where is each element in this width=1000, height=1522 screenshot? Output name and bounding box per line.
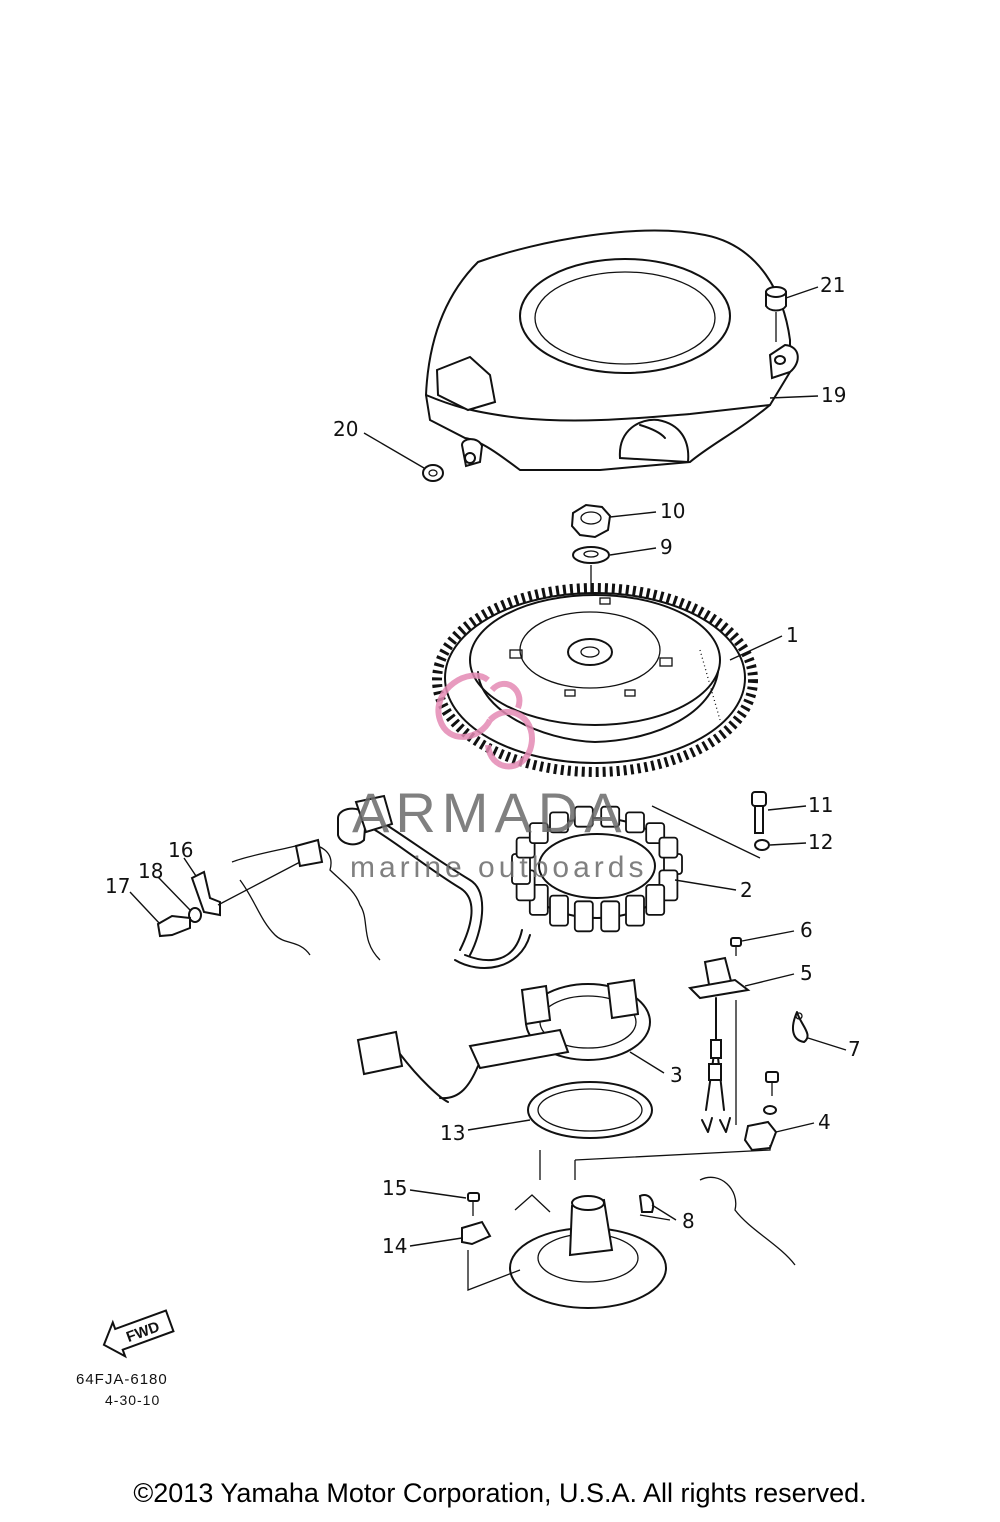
callout-6: 6 xyxy=(800,918,813,942)
callout-1: 1 xyxy=(786,623,799,647)
washer-part[interactable] xyxy=(188,907,202,923)
callout-7: 7 xyxy=(848,1037,861,1061)
callout-12: 12 xyxy=(808,830,833,854)
leader-lines xyxy=(129,286,847,1247)
stator-coil xyxy=(573,900,594,933)
logo-mark xyxy=(435,672,535,770)
stator-coil xyxy=(549,894,569,927)
wire-harness xyxy=(337,794,531,969)
callout-18: 18 xyxy=(138,859,163,883)
watermark-subtitle: marine outboards xyxy=(350,851,647,884)
fwd-arrow: FWD xyxy=(102,1309,175,1359)
flywheel-cover-part[interactable] xyxy=(424,229,799,471)
screw-part[interactable] xyxy=(730,937,742,956)
stator-part[interactable] xyxy=(511,805,683,933)
callout-2: 2 xyxy=(740,878,753,902)
stator-coil xyxy=(549,811,569,834)
armada-logo: ARMADA marine outboards xyxy=(350,672,647,884)
callout-11: 11 xyxy=(808,793,833,817)
callout-14: 14 xyxy=(382,1234,407,1258)
stator-coil xyxy=(625,811,645,834)
fwd-arrow-icon xyxy=(102,1309,175,1359)
holder-part[interactable] xyxy=(735,1000,779,1152)
callout-5: 5 xyxy=(800,961,813,985)
callout-19: 19 xyxy=(821,383,846,407)
copyright-notice: ©2013 Yamaha Motor Corporation, U.S.A. A… xyxy=(133,1478,867,1508)
bolt-part[interactable] xyxy=(156,914,191,938)
ring-part[interactable] xyxy=(527,1081,653,1139)
stator-coil xyxy=(573,805,594,828)
stator-coil xyxy=(625,894,645,927)
callout-17: 17 xyxy=(105,874,130,898)
callout-3: 3 xyxy=(670,1063,683,1087)
callout-4: 4 xyxy=(818,1110,831,1134)
stator-coil xyxy=(645,884,666,916)
screw-part[interactable] xyxy=(467,1192,480,1216)
grommet-part[interactable] xyxy=(422,464,444,482)
bolt-part[interactable] xyxy=(751,791,767,834)
callout-9: 9 xyxy=(660,535,673,559)
stator-coil xyxy=(658,836,679,859)
engine-outline xyxy=(231,838,381,961)
logo-loop xyxy=(489,681,523,710)
callout-16: 16 xyxy=(168,838,193,862)
nut-part[interactable] xyxy=(570,503,612,539)
callout-labels: 21 19 20 10 9 1 11 12 2 6 5 7 3 4 13 8 1… xyxy=(105,273,861,1258)
stator-coil xyxy=(528,822,549,844)
clip-part[interactable] xyxy=(791,1011,809,1043)
grommet-part[interactable] xyxy=(765,286,787,342)
stator-coil xyxy=(600,805,621,828)
clamp-part[interactable] xyxy=(461,1220,492,1246)
flywheel-part[interactable] xyxy=(432,583,758,777)
key-part[interactable] xyxy=(638,1194,654,1213)
capacitor-part[interactable] xyxy=(687,956,751,1133)
callout-20: 20 xyxy=(333,417,358,441)
callout-13: 13 xyxy=(440,1121,465,1145)
callout-8: 8 xyxy=(682,1209,695,1233)
callout-10: 10 xyxy=(660,499,685,523)
washer-part[interactable] xyxy=(572,546,610,564)
logo-loop xyxy=(435,672,493,740)
stator-coil xyxy=(600,900,621,933)
watermark-title: ARMADA xyxy=(352,781,628,844)
callout-21: 21 xyxy=(820,273,845,297)
bracket-part[interactable] xyxy=(190,870,221,917)
drawing-date: 4-30-10 xyxy=(105,1392,160,1408)
callout-15: 15 xyxy=(382,1176,407,1200)
washer-part[interactable] xyxy=(754,839,770,851)
logo-loop xyxy=(485,709,535,770)
pulser-coil-part[interactable] xyxy=(356,978,651,1103)
base-plate-part[interactable] xyxy=(509,1194,671,1309)
drawing-code: 64FJA-6180 xyxy=(76,1371,168,1388)
